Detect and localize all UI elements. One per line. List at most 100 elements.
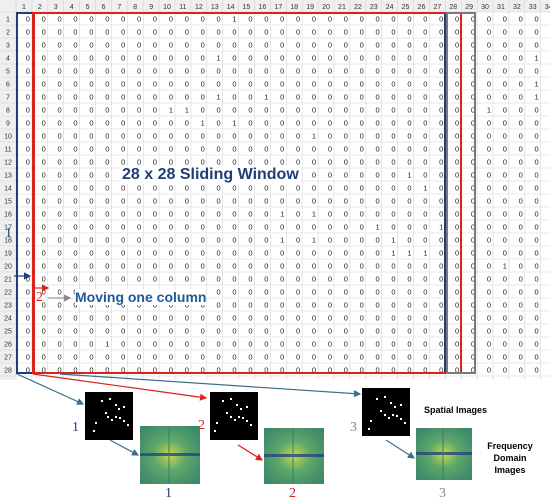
sheet-cell[interactable]: 0 bbox=[344, 41, 348, 50]
sheet-cell[interactable]: 0 bbox=[407, 236, 411, 245]
sheet-cell[interactable]: 0 bbox=[519, 210, 523, 219]
sheet-cell[interactable]: 0 bbox=[376, 366, 380, 375]
sheet-cell[interactable]: 0 bbox=[73, 80, 77, 89]
sheet-cell[interactable]: 0 bbox=[344, 366, 348, 375]
sheet-cell[interactable]: 0 bbox=[153, 80, 157, 89]
sheet-cell[interactable]: 0 bbox=[248, 236, 252, 245]
sheet-cell[interactable]: 0 bbox=[439, 28, 443, 37]
sheet-cell[interactable]: 0 bbox=[232, 93, 236, 102]
sheet-cell[interactable]: 0 bbox=[137, 158, 141, 167]
sheet-cell[interactable]: 0 bbox=[153, 210, 157, 219]
sheet-cell[interactable]: 0 bbox=[376, 171, 380, 180]
sheet-cell[interactable]: 0 bbox=[42, 106, 46, 115]
sheet-cell[interactable]: 0 bbox=[248, 314, 252, 323]
sheet-cell[interactable]: 0 bbox=[376, 106, 380, 115]
sheet-cell[interactable]: 0 bbox=[328, 249, 332, 258]
sheet-cell[interactable]: 0 bbox=[439, 249, 443, 258]
sheet-cell[interactable]: 0 bbox=[503, 171, 507, 180]
sheet-cell[interactable]: 0 bbox=[423, 301, 427, 310]
sheet-cell[interactable]: 0 bbox=[232, 353, 236, 362]
sheet-cell[interactable]: 0 bbox=[312, 327, 316, 336]
sheet-cell[interactable]: 0 bbox=[264, 106, 268, 115]
sheet-cell[interactable]: 0 bbox=[185, 275, 189, 284]
sheet-cell[interactable]: 0 bbox=[344, 340, 348, 349]
sheet-cell[interactable]: 0 bbox=[376, 145, 380, 154]
sheet-cell[interactable]: 0 bbox=[328, 275, 332, 284]
sheet-cell[interactable]: 0 bbox=[503, 80, 507, 89]
sheet-cell[interactable]: 0 bbox=[169, 132, 173, 141]
sheet-cell[interactable]: 0 bbox=[535, 158, 539, 167]
sheet-cell[interactable]: 0 bbox=[423, 93, 427, 102]
sheet-cell[interactable]: 0 bbox=[407, 262, 411, 271]
sheet-cell[interactable]: 0 bbox=[535, 184, 539, 193]
sheet-cell[interactable]: 0 bbox=[169, 80, 173, 89]
sheet-cell[interactable]: 0 bbox=[328, 327, 332, 336]
sheet-cell[interactable]: 0 bbox=[471, 145, 475, 154]
sheet-cell[interactable]: 0 bbox=[73, 171, 77, 180]
sheet-cell[interactable]: 0 bbox=[328, 262, 332, 271]
sheet-cell[interactable]: 0 bbox=[137, 314, 141, 323]
sheet-cell[interactable]: 0 bbox=[423, 236, 427, 245]
sheet-cell[interactable]: 0 bbox=[487, 340, 491, 349]
sheet-cell[interactable]: 0 bbox=[153, 223, 157, 232]
sheet-cell[interactable]: 0 bbox=[121, 119, 125, 128]
sheet-cell[interactable]: 0 bbox=[296, 15, 300, 24]
sheet-cell[interactable]: 0 bbox=[423, 119, 427, 128]
sheet-cell[interactable]: 0 bbox=[105, 184, 109, 193]
sheet-cell[interactable]: 0 bbox=[391, 41, 395, 50]
sheet-cell[interactable]: 0 bbox=[248, 353, 252, 362]
sheet-cell[interactable]: 0 bbox=[153, 314, 157, 323]
sheet-cell[interactable]: 0 bbox=[471, 158, 475, 167]
sheet-cell[interactable]: 0 bbox=[248, 93, 252, 102]
sheet-cell[interactable]: 0 bbox=[439, 171, 443, 180]
sheet-cell[interactable]: 0 bbox=[73, 41, 77, 50]
sheet-cell[interactable]: 0 bbox=[185, 314, 189, 323]
sheet-cell[interactable]: 0 bbox=[296, 67, 300, 76]
sheet-cell[interactable]: 0 bbox=[42, 80, 46, 89]
sheet-cell[interactable]: 0 bbox=[153, 28, 157, 37]
sheet-cell[interactable]: 0 bbox=[344, 353, 348, 362]
sheet-cell[interactable]: 0 bbox=[137, 210, 141, 219]
sheet-cell[interactable]: 0 bbox=[328, 184, 332, 193]
sheet-cell[interactable]: 0 bbox=[105, 15, 109, 24]
sheet-cell[interactable]: 0 bbox=[264, 288, 268, 297]
sheet-cell[interactable]: 0 bbox=[439, 119, 443, 128]
sheet-cell[interactable]: 0 bbox=[328, 41, 332, 50]
sheet-cell[interactable]: 0 bbox=[344, 327, 348, 336]
sheet-cell[interactable]: 0 bbox=[312, 106, 316, 115]
sheet-cell[interactable]: 0 bbox=[105, 106, 109, 115]
sheet-cell[interactable]: 0 bbox=[519, 340, 523, 349]
sheet-cell[interactable]: 0 bbox=[248, 106, 252, 115]
sheet-cell[interactable]: 0 bbox=[280, 223, 284, 232]
sheet-cell[interactable]: 0 bbox=[455, 249, 459, 258]
sheet-cell[interactable]: 0 bbox=[58, 275, 62, 284]
sheet-cell[interactable]: 0 bbox=[217, 41, 221, 50]
sheet-cell[interactable]: 0 bbox=[312, 171, 316, 180]
sheet-cell[interactable]: 0 bbox=[137, 197, 141, 206]
sheet-cell[interactable]: 0 bbox=[328, 145, 332, 154]
sheet-cell[interactable]: 0 bbox=[455, 80, 459, 89]
sheet-cell[interactable]: 0 bbox=[296, 158, 300, 167]
sheet-cell[interactable]: 0 bbox=[391, 106, 395, 115]
sheet-cell[interactable]: 0 bbox=[391, 301, 395, 310]
sheet-cell[interactable]: 0 bbox=[391, 327, 395, 336]
sheet-cell[interactable]: 0 bbox=[423, 54, 427, 63]
sheet-cell[interactable]: 0 bbox=[407, 158, 411, 167]
sheet-cell[interactable]: 0 bbox=[264, 184, 268, 193]
sheet-cell[interactable]: 0 bbox=[455, 223, 459, 232]
sheet-cell[interactable]: 0 bbox=[26, 15, 30, 24]
sheet-cell[interactable]: 0 bbox=[407, 223, 411, 232]
sheet-cell[interactable]: 0 bbox=[58, 314, 62, 323]
sheet-cell[interactable]: 0 bbox=[328, 353, 332, 362]
sheet-cell[interactable]: 0 bbox=[42, 366, 46, 375]
sheet-cell[interactable]: 0 bbox=[58, 340, 62, 349]
sheet-cell[interactable]: 0 bbox=[439, 80, 443, 89]
sheet-cell[interactable]: 0 bbox=[407, 106, 411, 115]
sheet-cell[interactable]: 0 bbox=[42, 262, 46, 271]
sheet-cell[interactable]: 0 bbox=[153, 236, 157, 245]
sheet-cell[interactable]: 0 bbox=[89, 197, 93, 206]
sheet-cell[interactable]: 0 bbox=[42, 15, 46, 24]
sheet-cell[interactable]: 0 bbox=[487, 301, 491, 310]
sheet-cell[interactable]: 0 bbox=[312, 249, 316, 258]
sheet-cell[interactable]: 0 bbox=[217, 288, 221, 297]
